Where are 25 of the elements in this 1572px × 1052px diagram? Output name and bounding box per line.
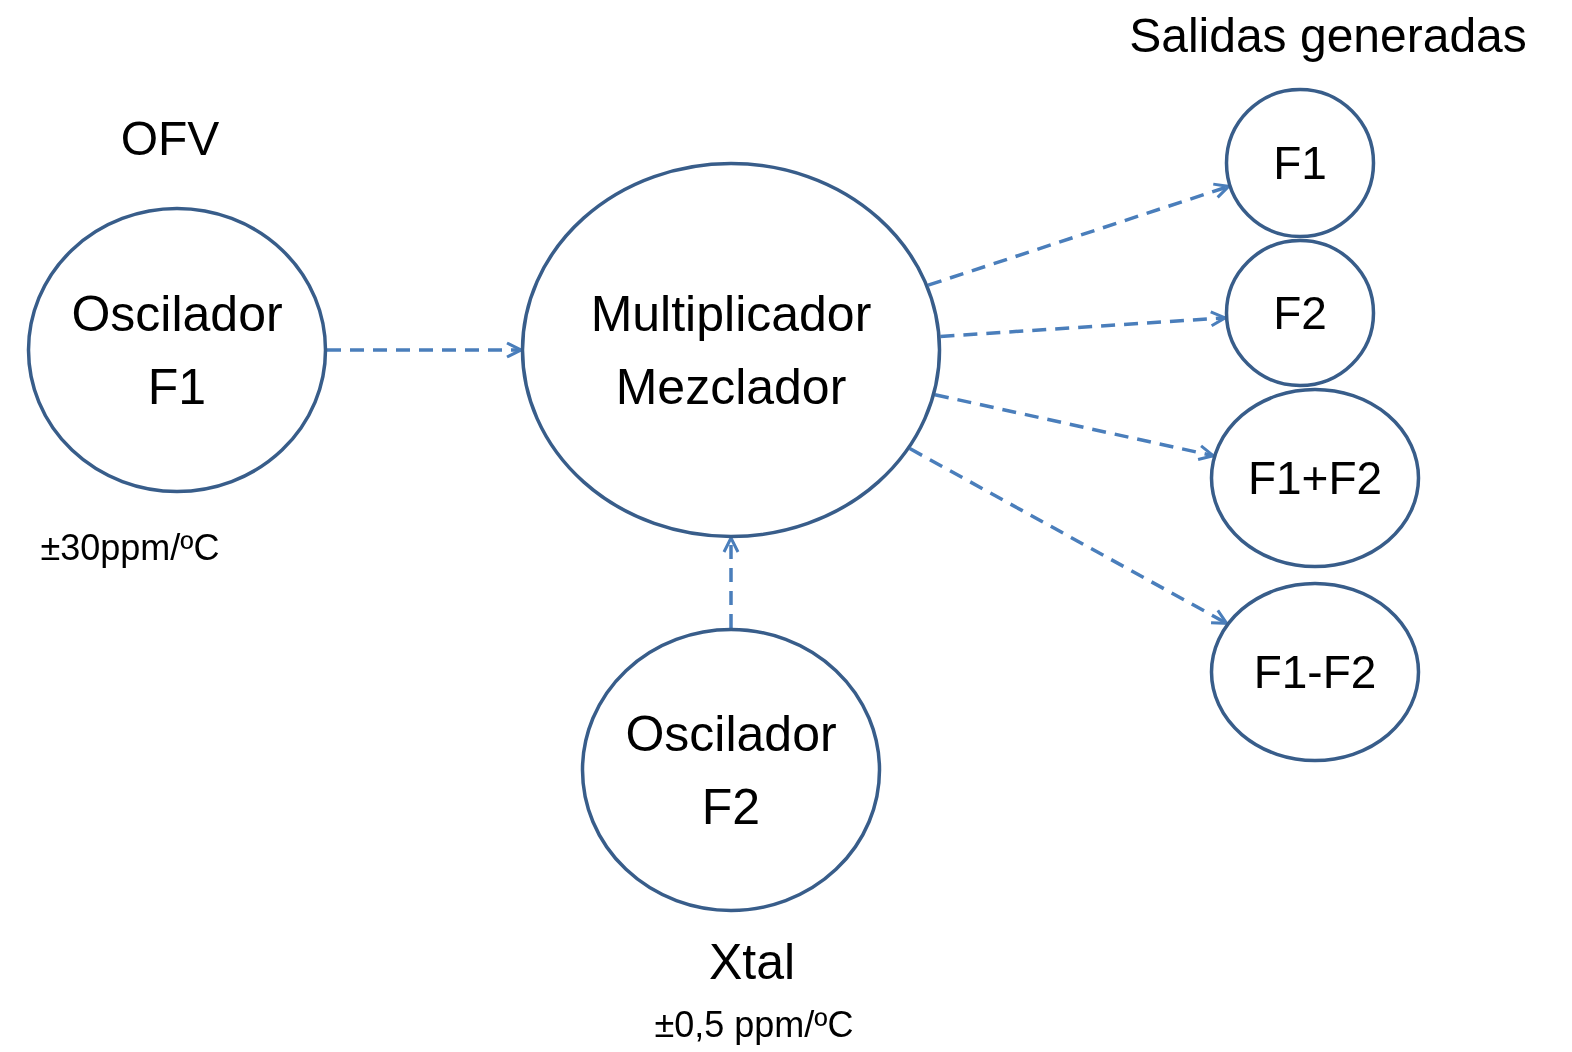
oval-node [1210, 582, 1420, 762]
dashed-arrow [940, 310, 1227, 339]
oval-node [581, 628, 881, 912]
dashed-arrow [722, 536, 740, 628]
node-label: Oscilador F2 [624, 704, 838, 836]
node-label: F1+F2 [1246, 450, 1384, 506]
node-label: F2 [1272, 285, 1328, 341]
node-caption: ±0,5 ppm/ºC [654, 1004, 854, 1046]
oval-node [521, 162, 941, 538]
oval-node [1225, 239, 1375, 387]
dashed-arrow [908, 447, 1229, 625]
dashed-arrow [927, 182, 1231, 287]
node-caption: Xtal [708, 933, 796, 991]
oval-node [1225, 88, 1375, 238]
node-label: Oscilador F1 [70, 284, 284, 416]
oval-node [1210, 388, 1420, 568]
node-caption: OFV [120, 110, 220, 166]
oval-node [27, 207, 327, 493]
node-caption: ±30ppm/ºC [40, 527, 220, 569]
heading-text: Salidas generadas [1129, 7, 1527, 63]
dashed-arrow [327, 341, 523, 359]
node-label: F1-F2 [1252, 644, 1378, 700]
dashed-arrow [934, 393, 1215, 462]
node-label: Multiplicador Mezclador [589, 284, 873, 416]
node-label: F1 [1272, 135, 1328, 191]
